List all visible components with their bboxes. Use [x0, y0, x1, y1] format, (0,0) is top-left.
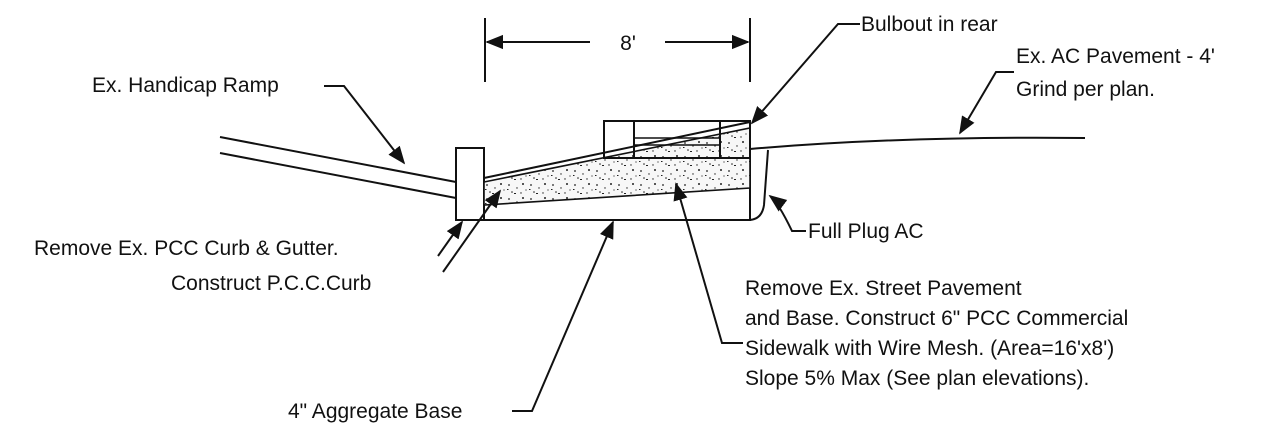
- ac-pavement-surface: [749, 136, 1086, 150]
- dimension-8ft: 8': [484, 18, 751, 82]
- aggregate-base: [483, 127, 751, 206]
- remove-curb-label-2: Construct P.C.C.Curb: [171, 272, 371, 295]
- remove-curb-leader-1: [437, 220, 464, 257]
- full-plug-label: Full Plug AC: [808, 220, 924, 243]
- sidewalk-label-3: Sidewalk with Wire Mesh. (Area=16'x8'): [745, 337, 1114, 360]
- ac-pavement-label-1: Ex. AC Pavement - 4': [1016, 45, 1215, 68]
- full-plug-leader: [768, 194, 806, 232]
- sidewalk-leader: [673, 182, 743, 344]
- dimension-label: 8': [620, 32, 636, 55]
- sidewalk-label-2: and Base. Construct 6" PCC Commercial: [745, 307, 1128, 330]
- sidewalk-label-4: Slope 5% Max (See plan elevations).: [745, 367, 1089, 390]
- ramp-top-line: [219, 136, 457, 183]
- bulbout-block: [603, 120, 751, 159]
- remove-curb-label-1: Remove Ex. PCC Curb & Gutter.: [34, 237, 339, 260]
- full-plug-ac: [749, 149, 769, 221]
- bulbout-label: Bulbout in rear: [861, 13, 998, 36]
- remove-curb-leader-2: [442, 189, 502, 273]
- pcc-curb: [455, 147, 485, 221]
- sidewalk-label-1: Remove Ex. Street Pavement: [745, 277, 1022, 300]
- ramp-bottom-line: [219, 152, 457, 199]
- aggregate-base-label: 4" Aggregate Base: [288, 400, 462, 423]
- handicap-ramp-leader: [324, 85, 406, 165]
- ac-pavement-label-2: Grind per plan.: [1016, 78, 1155, 101]
- handicap-ramp: [219, 136, 457, 199]
- bulbout-leader: [750, 23, 860, 125]
- handicap-ramp-label: Ex. Handicap Ramp: [92, 74, 279, 97]
- aggregate-base-leader: [512, 220, 614, 412]
- ac-pavement-leader: [959, 71, 1014, 135]
- bulbout-outline: [603, 120, 751, 159]
